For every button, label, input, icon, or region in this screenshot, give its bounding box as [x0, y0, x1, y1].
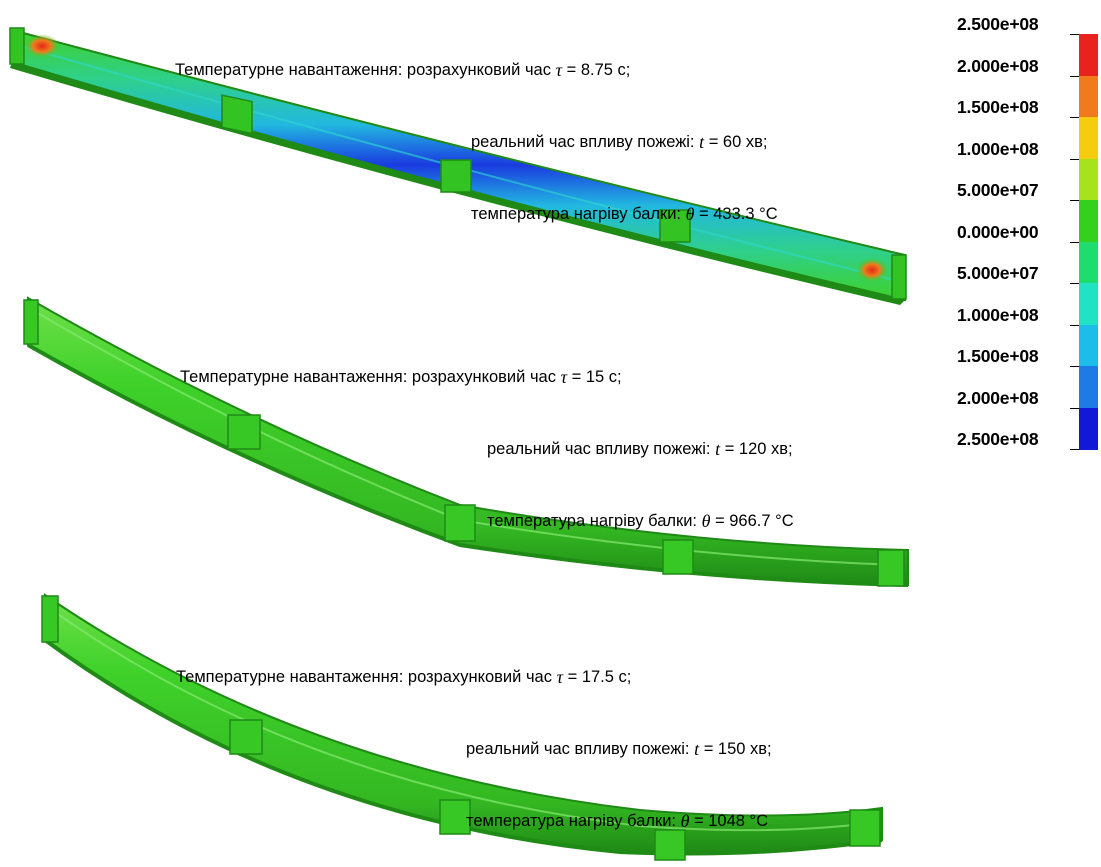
caption-line1-text: розрахунковий час — [411, 368, 561, 386]
theta-symbol: θ — [701, 511, 711, 531]
caption-line3-text: температура нагріву балки: — [471, 205, 686, 223]
caption-line1-text: розрахунковий час — [407, 668, 557, 686]
t-symbol: t — [715, 439, 721, 459]
caption-lead: Температурне навантаження: — [175, 61, 407, 79]
tau-symbol: τ — [560, 367, 568, 387]
fire-time-value: = 150 хв; — [699, 740, 772, 758]
caption-line3-text: температура нагріву балки: — [466, 812, 681, 830]
caption-line3-text: температура нагріву балки: — [487, 512, 702, 530]
t-symbol: t — [694, 739, 700, 759]
caption-lead: Температурне навантаження: — [180, 368, 412, 386]
beam-temperature-value: = 1048 °C — [689, 812, 769, 830]
caption-load-case-1: Температурне навантаження: розрахунковий… — [175, 10, 778, 250]
t-symbol: t — [699, 132, 705, 152]
fire-time-value: = 120 хв; — [720, 440, 793, 458]
caption-line2-text: реальний час впливу пожежі: — [471, 133, 700, 151]
theta-symbol: θ — [680, 811, 690, 831]
fire-time-value: = 60 хв; — [704, 133, 768, 151]
beam-temperature-value: = 433.3 °C — [694, 205, 778, 223]
beam-1 — [9, 27, 907, 305]
beam-3 — [41, 593, 883, 861]
theta-symbol: θ — [685, 204, 695, 224]
caption-line1-text: розрахунковий час — [406, 61, 556, 79]
caption-load-case-3: Температурне навантаження: розрахунковий… — [176, 617, 772, 857]
design-time-value: = 15 с; — [567, 368, 622, 386]
design-time-value: = 8.75 с; — [562, 61, 631, 79]
tau-symbol: τ — [555, 60, 563, 80]
beam-2 — [23, 296, 909, 587]
caption-load-case-2: Температурне навантаження: розрахунковий… — [180, 317, 794, 557]
design-time-value: = 17.5 с; — [563, 668, 632, 686]
caption-line2-text: реальний час впливу пожежі: — [466, 740, 695, 758]
beam-temperature-value: = 966.7 °C — [710, 512, 794, 530]
caption-line2-text: реальний час впливу пожежі: — [487, 440, 716, 458]
caption-lead: Температурне навантаження: — [176, 668, 408, 686]
tau-symbol: τ — [556, 667, 564, 687]
